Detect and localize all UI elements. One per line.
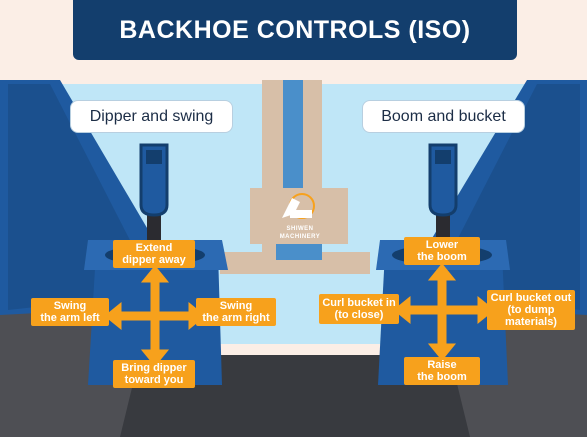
left-up-label: Extend dipper away [113,240,195,268]
left-down-label: Bring dipper toward you [113,360,195,388]
logo-icon [282,193,315,219]
logo-text-primary: SHIWEN [286,226,314,232]
logo-text-secondary: MACHINERY [279,234,321,240]
left-left-label: Swing the arm left [31,298,109,326]
right-panel-label: Boom and bucket [362,100,525,133]
right-left-label: Curl bucket in (to close) [319,294,399,324]
arm-base [220,252,370,274]
left-arrows [104,265,206,367]
right-right-label: Curl bucket out (to dump materials) [487,290,575,330]
right-up-label: Lower the boom [404,237,480,265]
page-title: BACKHOE CONTROLS (ISO) [73,0,517,60]
right-arrows [393,263,495,361]
right-down-label: Raise the boom [404,357,480,385]
left-panel-label: Dipper and swing [70,100,233,133]
left-right-label: Swing the arm right [196,298,276,326]
